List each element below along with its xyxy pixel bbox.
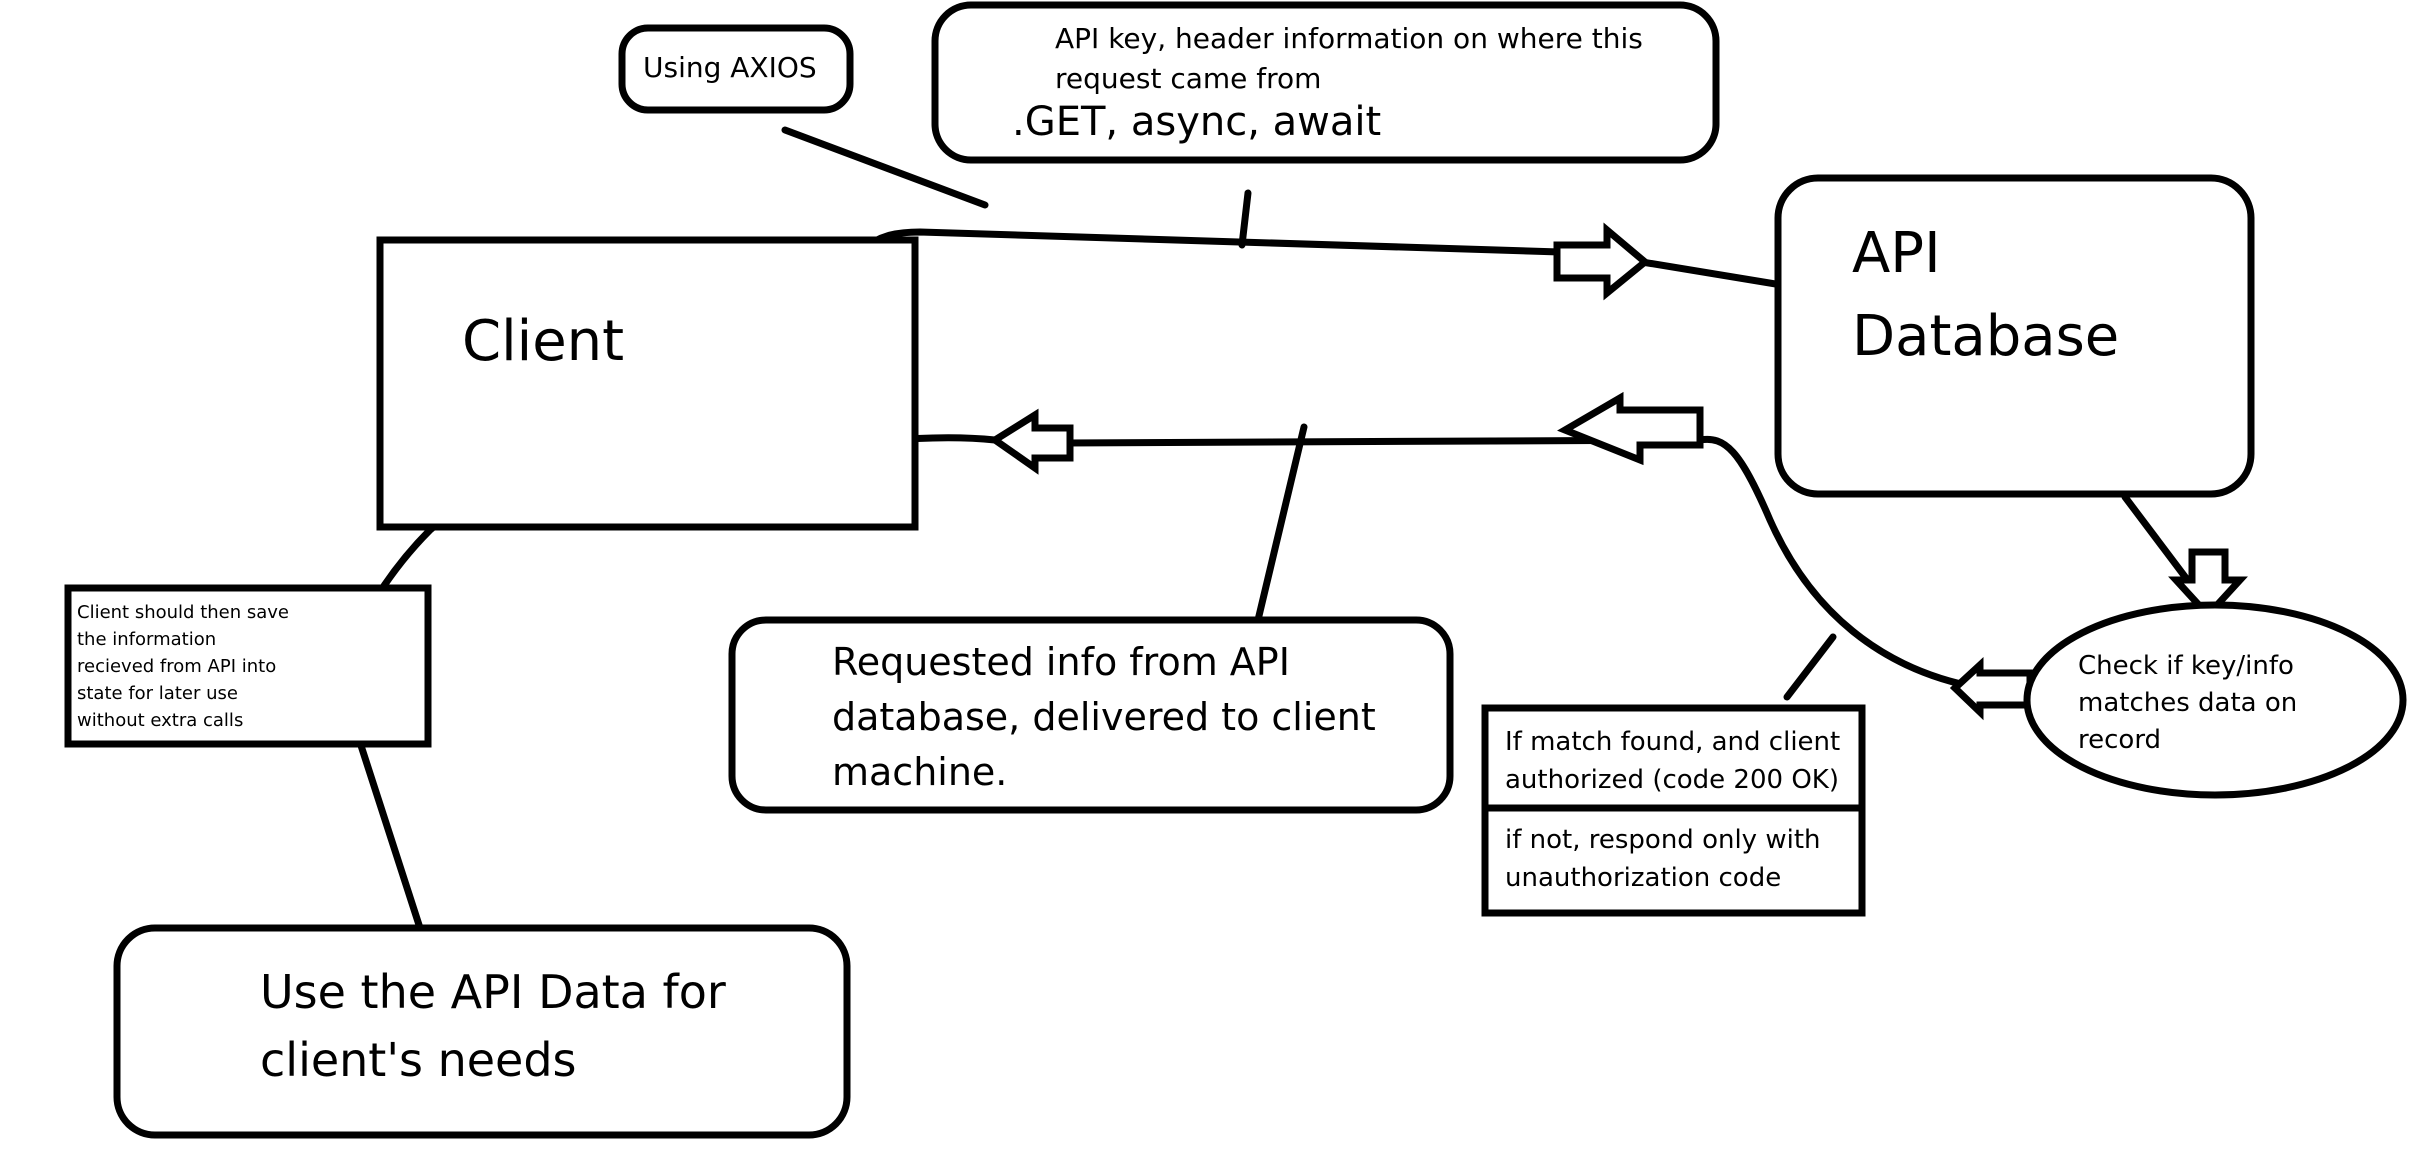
auth-note-connector [1783, 633, 1837, 701]
request-note-label: API key, header information on where thi… [1055, 22, 1652, 95]
client-box [376, 236, 919, 531]
check-key-label: Check if key/info matches data on record [2078, 651, 2306, 755]
use-data-connector [351, 723, 424, 932]
return-arrow-icon [1557, 391, 1704, 466]
verify-line [2121, 493, 2199, 594]
response-note-label: Requested info from API database, delive… [832, 640, 1388, 794]
use-data-box [113, 924, 851, 1139]
request-note-box [931, 1, 1720, 164]
left-arrow-icon [988, 408, 1074, 475]
api-database-box [1774, 174, 2255, 498]
request-method-label: .GET, async, await [1012, 99, 1381, 145]
axios-note-connector [781, 126, 989, 209]
down-arrow-icon [2168, 548, 2248, 621]
right-arrow-icon [1553, 222, 1651, 301]
response-note-box [728, 616, 1454, 814]
api-database-label: API Database [1852, 221, 2119, 369]
save-note-box [64, 584, 432, 748]
check-out-arrow-icon [1949, 657, 2034, 721]
request-line [838, 228, 1564, 314]
check-key-ellipse [2023, 601, 2407, 799]
match-found-label: If match found, and client authorized (c… [1505, 727, 1849, 795]
not-match-label: if not, respond only with unauthorizatio… [1505, 825, 1829, 893]
response-note-connector [1254, 423, 1308, 624]
axios-note-label: Using AXIOS [643, 51, 817, 84]
axios-note-box [618, 24, 854, 114]
save-note-label: Client should then save the information … [77, 602, 295, 731]
api-db-connector [1638, 258, 1804, 292]
request-note-connector [1238, 189, 1252, 249]
client-label: Client [462, 309, 624, 374]
response-line [1061, 435, 1984, 692]
use-data-label: Use the API Data for client's needs [260, 965, 740, 1087]
